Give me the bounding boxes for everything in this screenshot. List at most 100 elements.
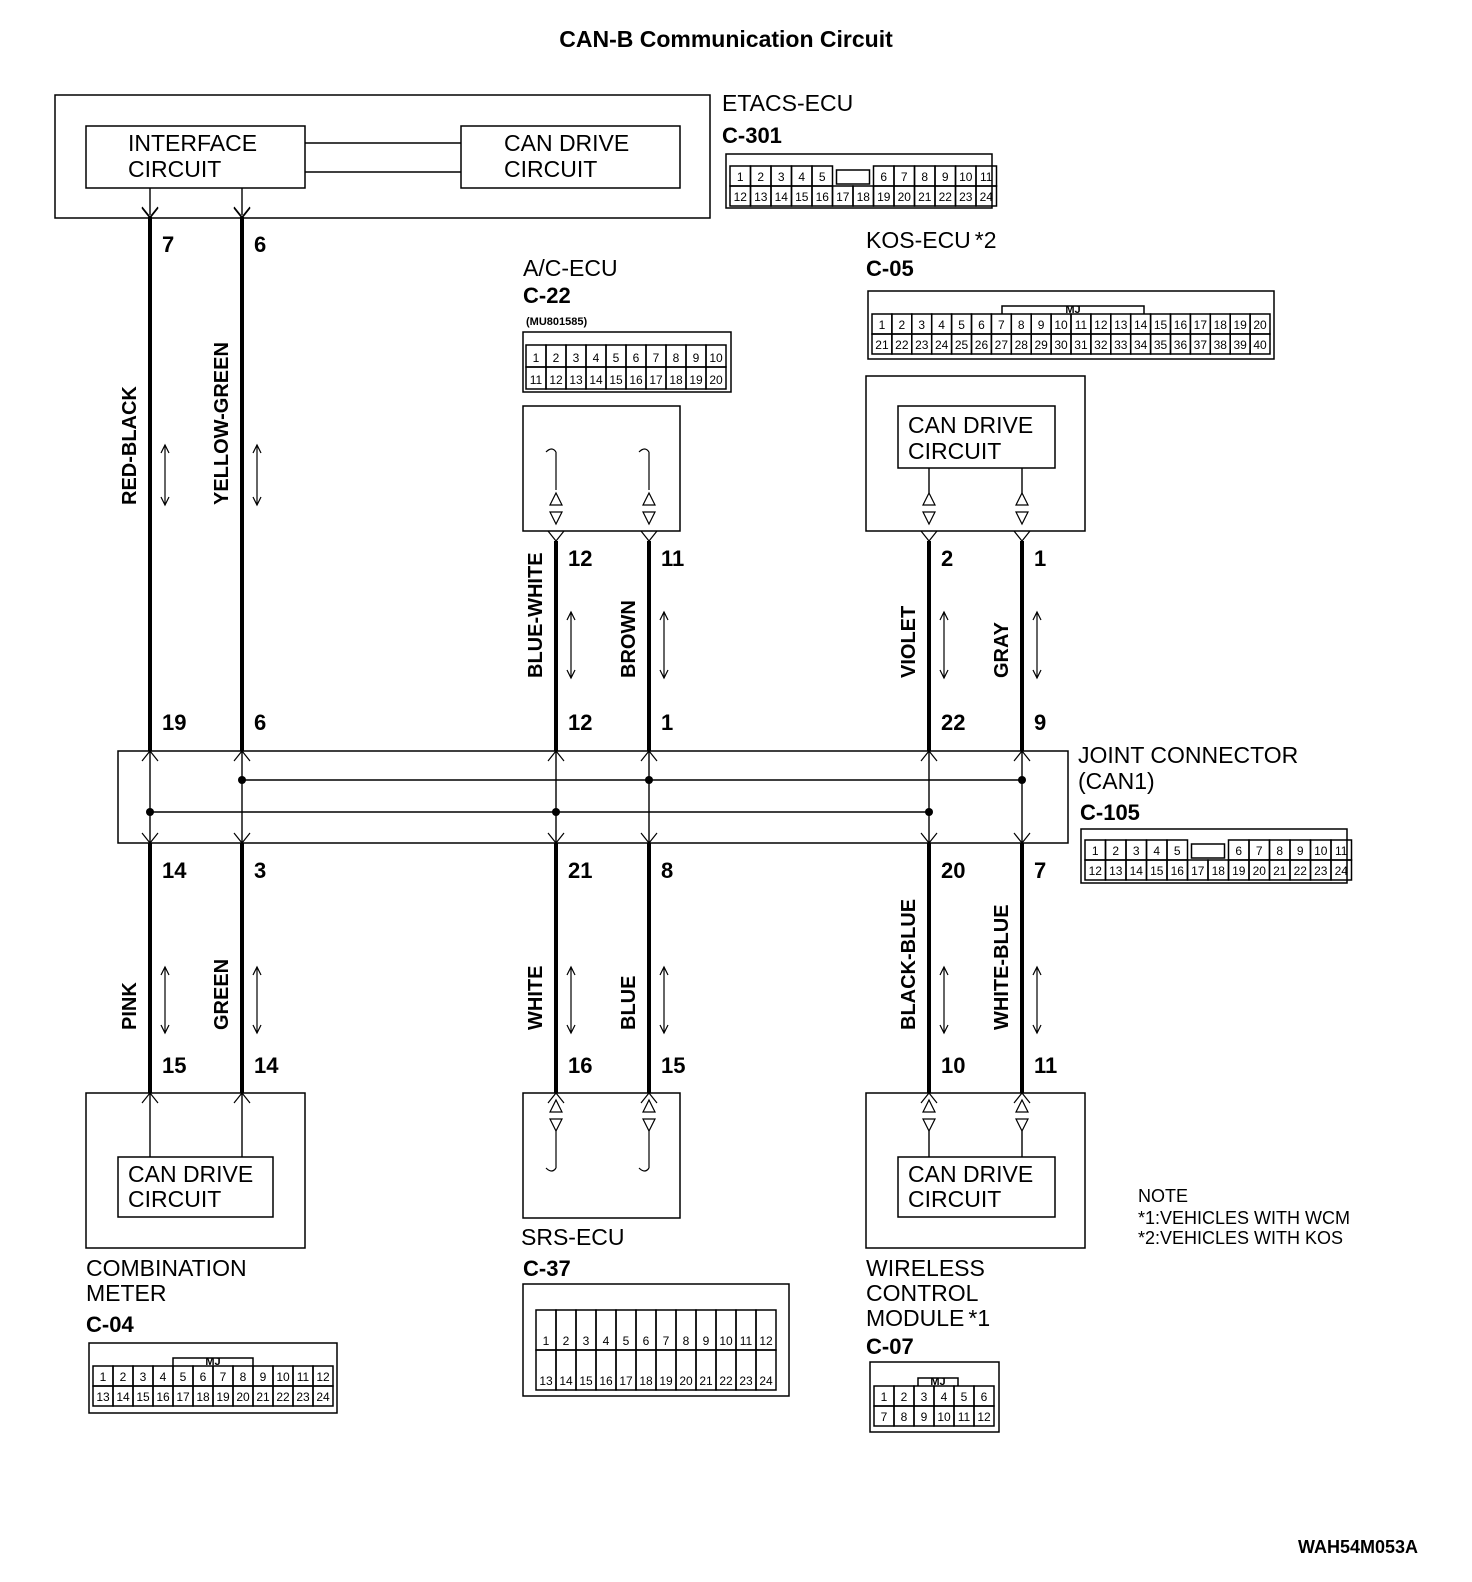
wire-color-label: YELLOW-GREEN	[211, 342, 233, 505]
srs-ecu-connector-pin-label: 19	[659, 1374, 673, 1388]
combination-meter: CAN DRIVE CIRCUIT COMBINATION METER C-04	[85, 1092, 306, 1337]
wire-bottom-pin: 16	[568, 1053, 592, 1078]
ac-ecu-name: A/C-ECU	[523, 255, 618, 281]
wire-color-label: VIOLET	[898, 606, 920, 678]
kos-ecu-connector-pin-label: 35	[1154, 338, 1168, 352]
joint-connector-pinout-pin-label: 9	[1297, 844, 1304, 858]
wcm-connector-pin-label: 3	[921, 1390, 928, 1404]
srs-ecu-connector-pin-label: 22	[719, 1374, 733, 1388]
joint-connector-pinout-pin-label: 7	[1256, 844, 1263, 858]
kos-ecu-connector-pin-label: 3	[918, 318, 925, 332]
wcm-connector-pin-label: 11	[958, 1410, 971, 1424]
wire-bottom-pin: 1	[661, 710, 673, 735]
etacs-connector-pin-label: 21	[918, 190, 932, 204]
wire-color-label: BLACK-BLUE	[898, 899, 920, 1030]
joint-connector-pinout-pin-label: 19	[1232, 864, 1246, 878]
wireless-control-module: CAN DRIVE CIRCUIT WIRELESS CONTROL MODUL…	[865, 1092, 1086, 1359]
combination-meter-connector-pin-label: 14	[116, 1390, 130, 1404]
joint-connector-pinout-pin-label: 11	[1335, 844, 1348, 858]
wire-bottom-pin: 10	[941, 1053, 965, 1078]
joint-connector-pinout-pin-label: 12	[1089, 864, 1103, 878]
etacs-connector-pin-label: 8	[921, 170, 928, 184]
srs-ecu-name: SRS-ECU	[521, 1224, 625, 1250]
wire-color-label: GREEN	[211, 959, 233, 1030]
ac-ecu-connector-pin-label: 11	[530, 373, 543, 387]
kos-ecu-connector-pin-label: 7	[998, 318, 1005, 332]
etacs-connector-pin-label: 15	[795, 190, 809, 204]
srs-ecu-connector-pin-label: 6	[643, 1334, 650, 1348]
srs-ecu-connector-pin-label: 11	[740, 1334, 753, 1348]
kos-ecu-connector-pin-label: 15	[1154, 318, 1168, 332]
wire-top-pin: 11	[661, 546, 684, 571]
srs-ecu-connector-pin-label: 2	[563, 1334, 570, 1348]
srs-ecu-connector-pin-label: 7	[663, 1334, 670, 1348]
wcm-code: C-07	[866, 1334, 914, 1359]
etacs-connector-pin-label: 9	[942, 170, 949, 184]
joint-connector: JOINT CONNECTOR (CAN1) C-105	[117, 742, 1298, 844]
ac-ecu-connector-pin-label: 15	[609, 373, 623, 387]
wire-top-pin: 20	[941, 858, 965, 883]
combination-meter-connector-pin-label: 19	[216, 1390, 230, 1404]
kos-ecu-connector-pin-label: 40	[1253, 338, 1267, 352]
kos-ecu-connector-pin-label: 6	[978, 318, 985, 332]
kos-ecu-connector-pin-label: 12	[1094, 318, 1108, 332]
srs-ecu-connector-pin-label: 16	[599, 1374, 613, 1388]
combination-meter-name-1: COMBINATION	[86, 1255, 247, 1281]
wire-color-label: RED-BLACK	[119, 386, 141, 505]
combination-meter-connector-pin-label: 13	[96, 1390, 110, 1404]
srs-ecu-connector-pin-label: 12	[759, 1334, 773, 1348]
kos-ecu-connector-pin-label: 25	[955, 338, 969, 352]
kos-ecu-connector-pin-label: 38	[1214, 338, 1228, 352]
joint-connector-pinout-pin-label: 1	[1092, 844, 1099, 858]
srs-ecu-connector-pin-label: 15	[579, 1374, 593, 1388]
kos-ecu-connector-cell	[1249, 333, 1271, 355]
combination-meter-connector-pin-label: 17	[176, 1390, 190, 1404]
wire-top-pin: 12	[568, 546, 592, 571]
wire-bottom-pin: 12	[568, 710, 592, 735]
joint-connector-pinout-pin-label: 18	[1212, 864, 1226, 878]
wcm-connector-pin-label: 8	[901, 1410, 908, 1424]
combination-meter-connector-pin-label: 4	[160, 1370, 167, 1384]
etacs-connector-pin-label: 17	[836, 190, 850, 204]
figure-reference: WAH54M053A	[1298, 1537, 1418, 1557]
etacs-connector-pin-label: 19	[877, 190, 891, 204]
wire-bottom-pin: 15	[162, 1053, 186, 1078]
kos-ecu-connector-pin-label: 39	[1233, 338, 1247, 352]
ac-ecu-connector-pin-label: 9	[693, 351, 700, 365]
ac-ecu-part-number: (MU801585)	[526, 316, 587, 328]
kos-ecu-connector-pin-label: 31	[1074, 338, 1088, 352]
joint-connector-pinout-pin-label: 5	[1174, 844, 1181, 858]
combination-meter-connector-pin-label: 1	[100, 1370, 107, 1384]
etacs-connector-pin-label: 4	[798, 170, 805, 184]
wire-color-label: WHITE	[525, 966, 547, 1030]
ac-ecu-connector-pin-label: 6	[633, 351, 640, 365]
ac-ecu-connector-pin-label: 2	[553, 351, 560, 365]
wire-top-pin: 3	[254, 858, 266, 883]
wire-top-pin: 2	[941, 546, 953, 571]
etacs-connector-pin-label: 6	[880, 170, 887, 184]
note-item-2: *2:VEHICLES WITH KOS	[1138, 1228, 1343, 1248]
kos-ecu-connector-pin-label: 17	[1194, 318, 1208, 332]
etacs-can-drive-label-2: CIRCUIT	[504, 156, 597, 182]
kos-ecu-connector-pin-label: 33	[1114, 338, 1128, 352]
srs-ecu-connector-cell	[755, 1349, 777, 1391]
etacs-can-drive-label-1: CAN DRIVE	[504, 130, 629, 156]
diagram-title: CAN-B Communication Circuit	[559, 26, 893, 52]
srs-ecu-connector-pin-label: 9	[703, 1334, 710, 1348]
joint-connector-pinout-pin-label: 17	[1191, 864, 1205, 878]
combination-meter-connector-pin-label: 23	[296, 1390, 310, 1404]
wcm-connector-mj-label: MJ	[930, 1376, 945, 1388]
ac-ecu-connector-pin-label: 4	[593, 351, 600, 365]
joint-connector-name-1: JOINT CONNECTOR	[1078, 742, 1298, 768]
srs-ecu-connector-pin-label: 21	[699, 1374, 713, 1388]
etacs-connector-pin-label: 11	[980, 170, 993, 184]
ac-ecu-connector-pin-label: 18	[669, 373, 683, 387]
kos-ecu-connector-pin-label: 28	[1015, 338, 1029, 352]
srs-ecu-connector-pin-label: 20	[679, 1374, 693, 1388]
srs-ecu-connector-pin-label: 14	[559, 1374, 573, 1388]
joint-connector-pinout-pin-label: 16	[1171, 864, 1185, 878]
wire-bottom-pin: 14	[254, 1053, 279, 1078]
